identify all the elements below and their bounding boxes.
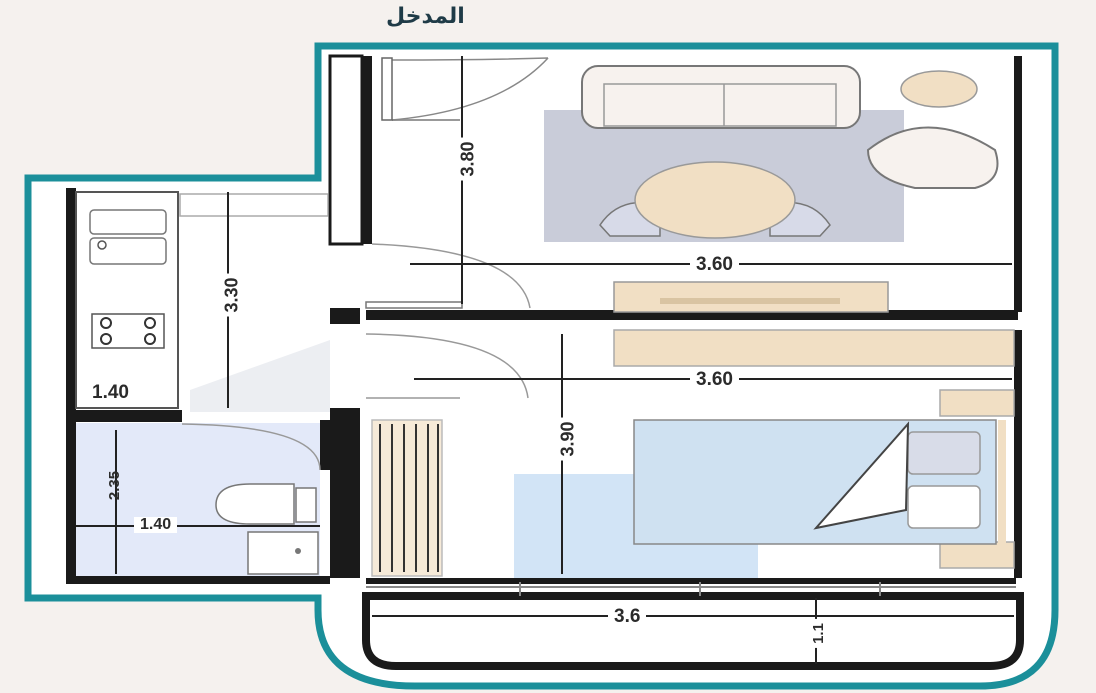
kitchen-shadow xyxy=(190,340,330,412)
pillow-bottom xyxy=(907,485,981,529)
nightstand-top xyxy=(939,389,1015,417)
sink xyxy=(247,531,319,575)
wardrobe-top xyxy=(613,329,1015,367)
pillow-top xyxy=(907,431,981,475)
stove xyxy=(91,313,165,349)
entrance-door xyxy=(381,57,393,121)
kitchen-counter xyxy=(75,191,179,409)
living-height-label: 3.80 xyxy=(458,137,478,181)
kitchen-width-label: 1.40 xyxy=(92,382,129,403)
balcony-width-label: 3.6 xyxy=(608,607,647,626)
tv-unit xyxy=(613,281,889,313)
bath-width-label: 1.40 xyxy=(134,517,178,533)
bedroom-width-label: 3.60 xyxy=(690,370,739,389)
entrance-label: المدخل xyxy=(386,4,465,29)
kitchen-height-label: 3.30 xyxy=(222,273,242,317)
walls xyxy=(66,56,1022,584)
coffee-table xyxy=(634,161,796,239)
wardrobe xyxy=(371,419,443,577)
toilet-tank xyxy=(295,487,317,523)
nightstand-bottom xyxy=(939,541,1015,569)
bath-height-label: 2.35 xyxy=(106,470,124,501)
bed-sheet-fold xyxy=(813,421,910,530)
balcony xyxy=(362,592,1024,670)
armchair xyxy=(866,126,999,189)
wardrobe-hangers xyxy=(379,424,439,572)
living-width-label: 3.60 xyxy=(690,255,739,274)
side-table xyxy=(900,70,978,108)
balcony-depth-label: 1.1 xyxy=(810,619,827,648)
bedroom-height-label: 3.90 xyxy=(558,417,578,461)
toilet xyxy=(215,483,295,525)
